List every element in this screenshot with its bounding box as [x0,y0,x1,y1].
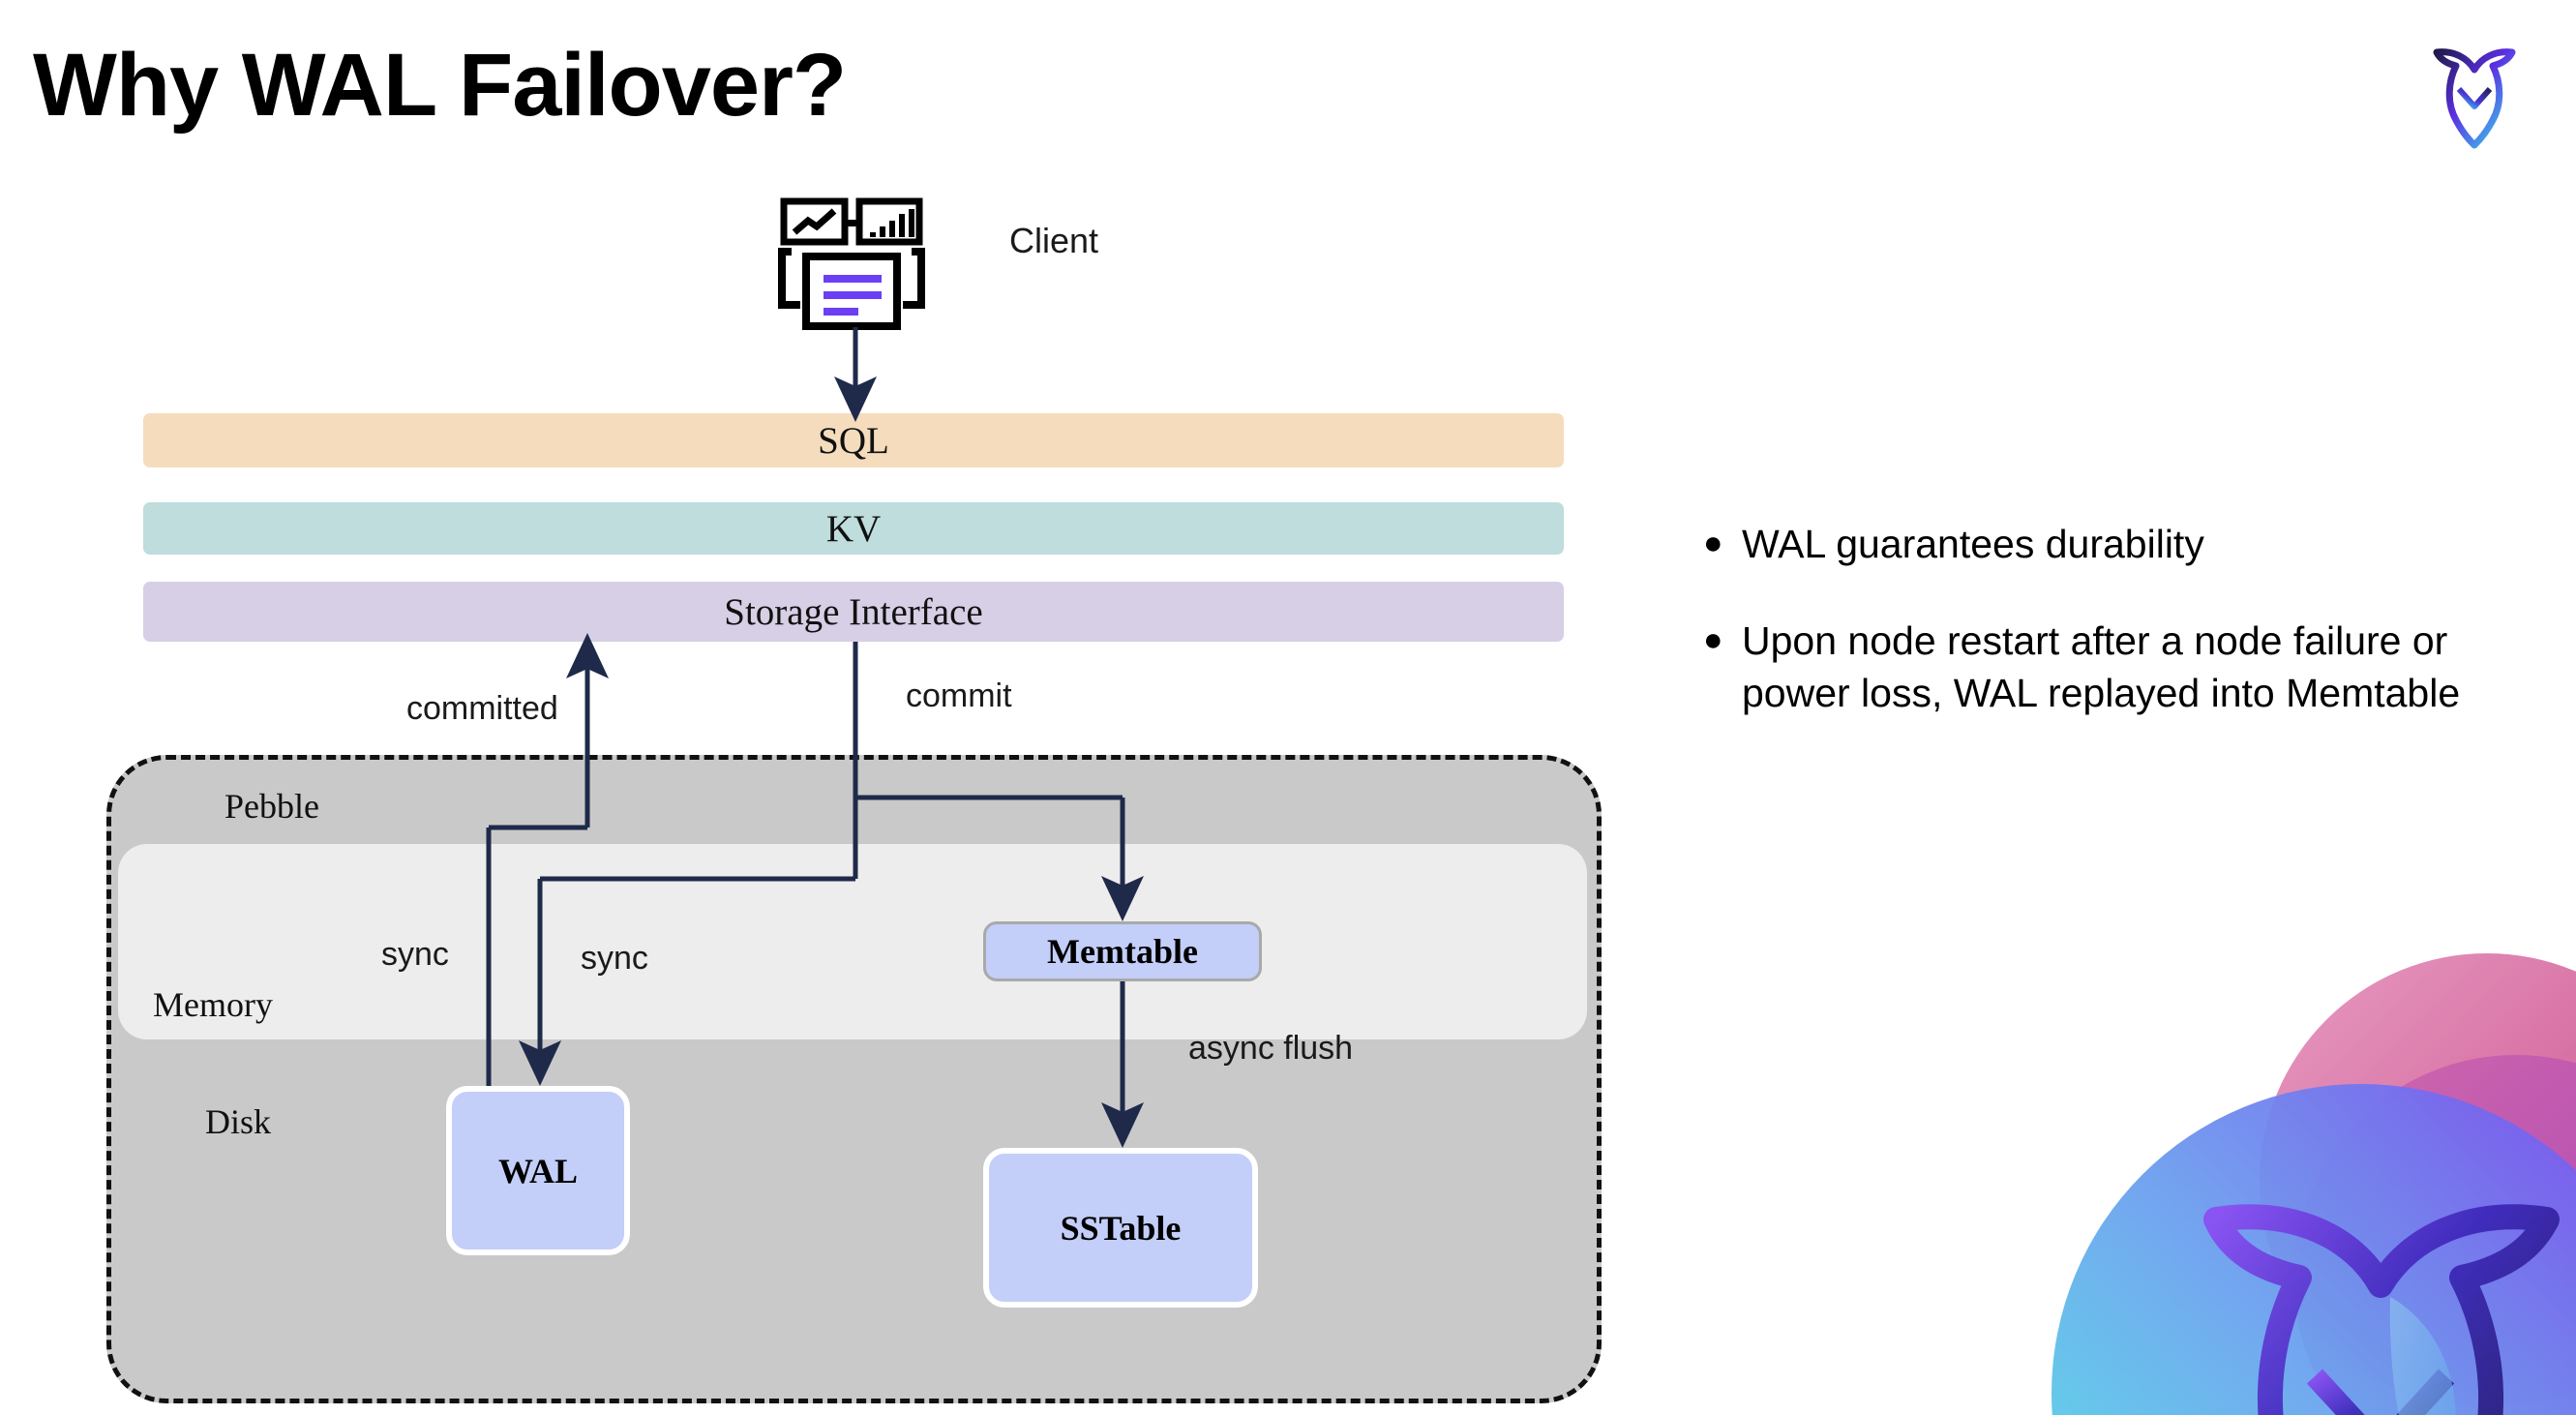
cockroachdb-logo-icon [2411,31,2537,157]
node-sstable-label: SSTable [1060,1208,1182,1248]
node-sstable: SSTable [983,1148,1258,1308]
node-wal: WAL [446,1086,630,1255]
client-label: Client [1009,221,1099,260]
decorative-watermark [1974,929,2576,1415]
bullet-marker-icon: ● [1703,621,1723,659]
client-monitor-icon [769,194,934,339]
edge-label-sync-b: sync [581,940,648,977]
edge-label-async-flush: async flush [1188,1030,1354,1067]
bullet-text: Upon node restart after a node failure o… [1742,618,2461,716]
layer-bar-kv: KV [143,502,1564,555]
memory-zone [118,844,1587,1039]
layer-bar-sql-label: SQL [818,419,889,462]
disk-label: Disk [205,1102,272,1141]
bullet-text: WAL guarantees durability [1742,522,2204,566]
list-item: ● WAL guarantees durability [1703,518,2497,570]
edge-label-sync-a: sync [381,936,449,973]
node-memtable-label: Memtable [1047,932,1198,971]
layer-bar-storage: Storage Interface [143,582,1564,642]
pebble-label: Pebble [225,787,319,826]
bullet-marker-icon: ● [1703,525,1723,561]
node-memtable: Memtable [983,921,1262,981]
list-item: ● Upon node restart after a node failure… [1703,615,2497,719]
layer-bar-sql: SQL [143,413,1564,467]
edge-label-commit: commit [906,677,1012,714]
page-title: Why WAL Failover? [33,36,847,135]
layer-bar-kv-label: KV [825,507,882,550]
bullet-list: ● WAL guarantees durability ● Upon node … [1703,518,2497,764]
layer-bar-storage-label: Storage Interface [724,590,983,633]
node-wal-label: WAL [497,1151,579,1190]
memory-label: Memory [153,985,273,1024]
edge-label-committed: committed [406,690,558,727]
